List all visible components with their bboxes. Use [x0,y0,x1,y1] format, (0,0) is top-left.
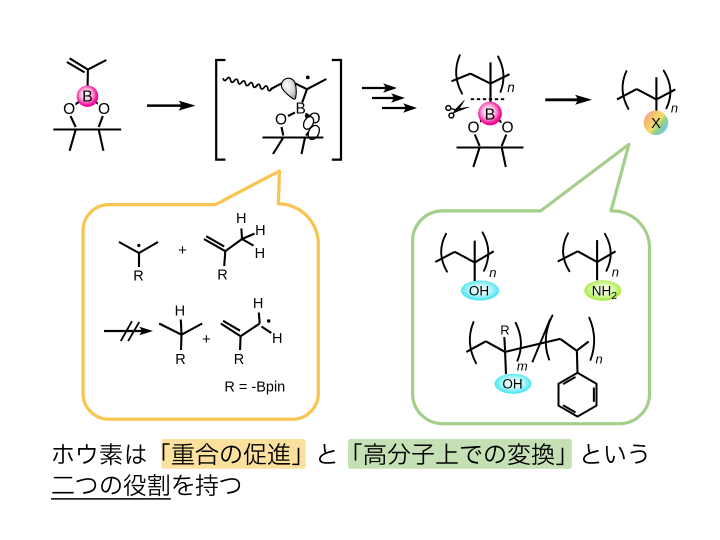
svg-text:B: B [296,101,306,118]
svg-text:n: n [612,265,619,280]
svg-text:R: R [500,322,509,337]
svg-text:B: B [82,89,93,106]
svg-text:H: H [253,296,263,312]
svg-text:OH: OH [502,377,522,392]
svg-text:R = -Bpin: R = -Bpin [224,380,285,396]
svg-text:X: X [651,116,661,132]
svg-text:n: n [489,265,496,280]
svg-text:R: R [133,269,143,285]
svg-text:OH: OH [469,283,489,298]
svg-text:H: H [255,246,265,262]
svg-text:R: R [234,352,244,368]
svg-text:O: O [501,119,513,136]
svg-text:B: B [485,106,496,123]
svg-text:NH2: NH2 [592,284,618,302]
svg-text:+: + [202,331,211,348]
svg-text:R: R [217,268,227,284]
svg-text:H: H [236,211,246,227]
svg-text:O: O [98,101,110,118]
svg-text:R: R [175,352,185,368]
svg-text:O: O [63,101,75,118]
svg-text:+: + [178,242,187,259]
svg-text:H: H [175,303,185,319]
svg-text:H: H [255,223,265,239]
svg-text:n: n [671,100,678,115]
svg-text:H: H [272,331,282,347]
svg-text:n: n [596,352,603,367]
svg-text:O: O [467,119,479,136]
svg-text:n: n [507,80,515,95]
svg-text:m: m [517,358,528,373]
svg-text:O: O [275,112,287,129]
